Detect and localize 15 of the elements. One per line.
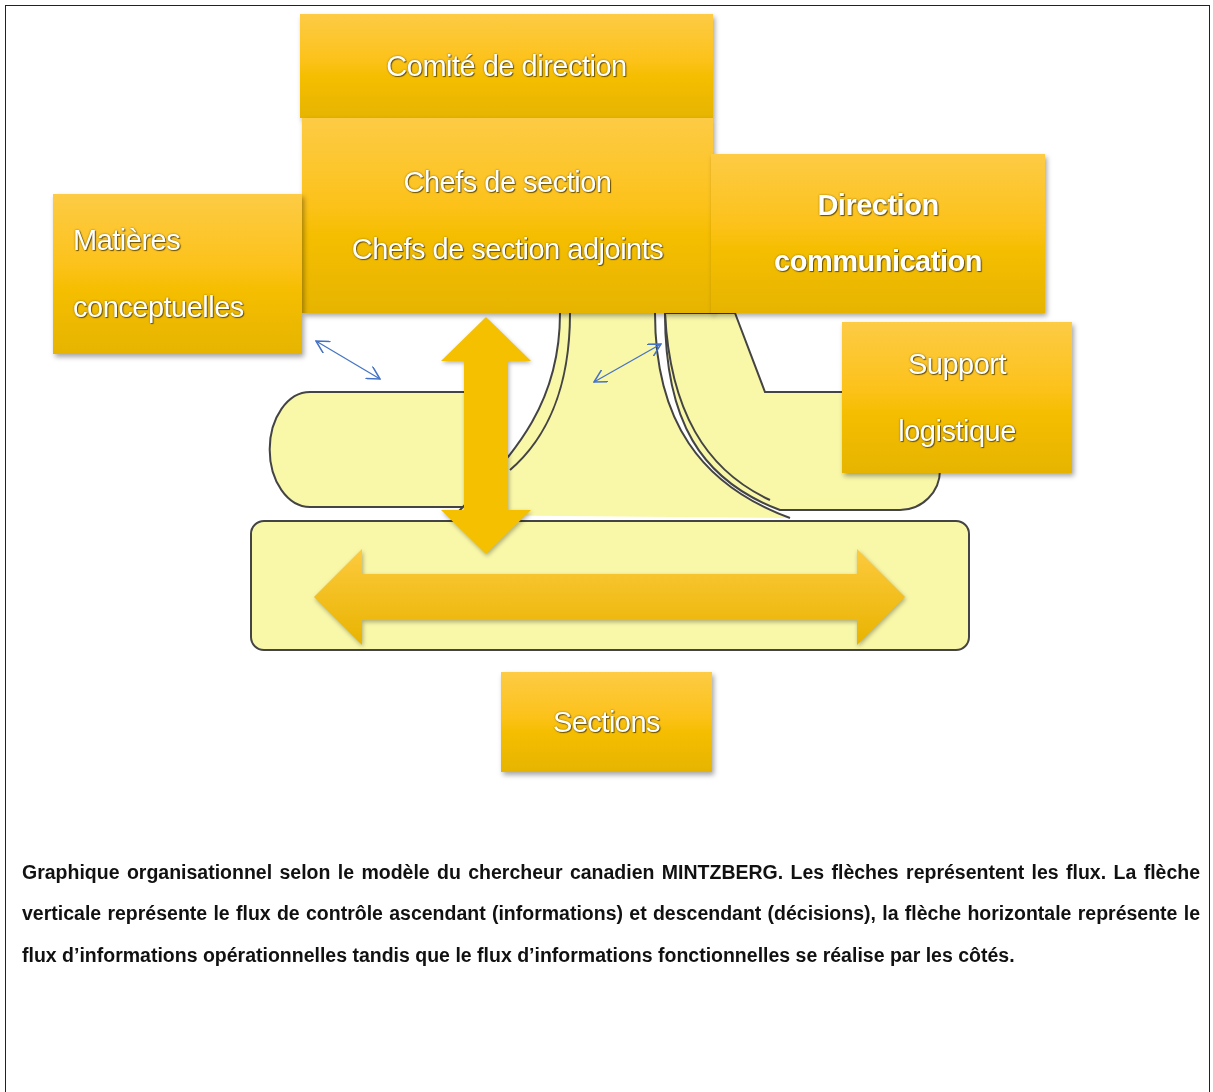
unit-label: Direction communication <box>773 188 983 279</box>
unit-label: Chefs de section <box>402 164 613 200</box>
unit-label: Chefs de section adjoints <box>350 231 665 267</box>
org-unit-box <box>302 118 713 313</box>
org-unit-box <box>842 322 1072 473</box>
unit-label: Sections <box>551 704 662 740</box>
org-unit-box <box>501 672 712 772</box>
org-unit-box <box>300 14 713 118</box>
unit-label: Comité de direction <box>385 48 628 84</box>
org-unit-box <box>711 154 1045 313</box>
double-arrow <box>441 317 531 554</box>
caption: Graphique organisationnel selon le modèle du chercheur canadien MINTZBERG. Les flèches représentent les flux. La flèche verticale représente le flux de contrôle ascendant (informations) et descendant (décisions), la flèche horizontale représente le flux d’informations opérationnelles tandis que le flux d’informations fonctionnelles se réalise par les côtés. <box>22 860 1200 968</box>
org-unit-box <box>53 194 302 354</box>
unit-label: Matières conceptuelles <box>73 223 245 325</box>
unit-label: Support logistique <box>897 346 1017 449</box>
